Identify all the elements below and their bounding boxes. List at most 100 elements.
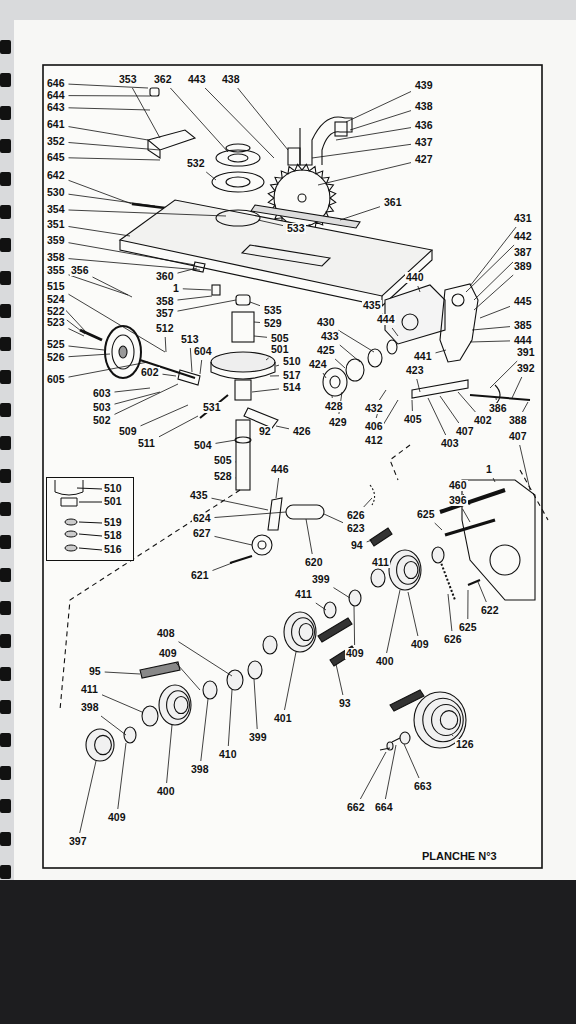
callout-number: 428 — [324, 401, 344, 412]
callout-number: 386 — [488, 403, 508, 414]
leader-line — [493, 478, 495, 482]
callout-number: 529 — [263, 318, 283, 329]
callout-number: 526 — [46, 352, 66, 363]
callout-number: 505 — [270, 333, 290, 344]
leader-line — [412, 400, 413, 411]
leader-line — [175, 662, 200, 690]
callout-number: 605 — [46, 374, 66, 385]
leader-line — [276, 478, 279, 498]
callout-number: 501 — [103, 496, 123, 507]
callout-number: 427 — [414, 154, 434, 165]
leader-line — [285, 652, 297, 710]
callout-number: 662 — [346, 802, 366, 813]
leader-line — [69, 180, 133, 204]
leader-line — [470, 227, 516, 286]
callout-number: 533 — [286, 223, 306, 234]
callout-number: 1 — [485, 464, 493, 475]
leader-line — [190, 348, 192, 372]
callout-number: 432 — [364, 403, 384, 414]
callout-number: 391 — [516, 347, 536, 358]
callout-number: 409 — [410, 639, 430, 650]
leader-line — [360, 752, 386, 799]
leader-line — [235, 461, 237, 462]
leader-line — [215, 536, 253, 545]
callout-number: 522 — [46, 306, 66, 317]
callout-number: 399 — [248, 732, 268, 743]
leader-line — [69, 294, 166, 352]
callout-number: 513 — [180, 334, 200, 345]
callout-number: 361 — [383, 197, 403, 208]
leader-line — [276, 426, 289, 429]
leader-line — [102, 695, 142, 712]
callout-number: 603 — [92, 388, 112, 399]
callout-number: 511 — [137, 438, 156, 449]
callout-number: 1 — [172, 283, 180, 294]
callout-number: 604 — [193, 346, 213, 357]
leader-line — [523, 402, 529, 412]
leader-line — [336, 128, 411, 140]
callout-number: 94 — [350, 540, 364, 551]
callout-number: 443 — [187, 74, 207, 85]
callout-number: 398 — [80, 702, 100, 713]
callout-number: 425 — [316, 345, 336, 356]
callout-number: 396 — [448, 495, 468, 506]
callout-number: 524 — [46, 294, 66, 305]
callout-number: 515 — [46, 281, 66, 292]
callout-number: 435 — [189, 490, 209, 501]
leader-line — [458, 392, 475, 412]
leader-line — [340, 207, 380, 220]
callout-number: 355 — [46, 265, 66, 276]
leader-line — [141, 405, 189, 426]
callout-number: 410 — [218, 749, 238, 760]
callout-number: 624 — [192, 513, 212, 524]
leader-line — [216, 440, 237, 443]
leader-line — [496, 398, 497, 400]
callout-number: 407 — [455, 426, 475, 437]
callout-number: 502 — [92, 415, 112, 426]
callout-number: 385 — [513, 320, 533, 331]
callout-number: 441 — [413, 351, 433, 362]
leader-line — [408, 592, 418, 636]
callout-number: 621 — [190, 570, 210, 581]
leader-line — [474, 261, 514, 300]
leader-line — [159, 416, 198, 437]
callout-number: 412 — [364, 435, 384, 446]
leader-line — [417, 379, 420, 392]
leader-line — [436, 350, 447, 353]
leader-line — [69, 143, 161, 151]
leader-line — [167, 725, 172, 783]
inset-box: 510501519518516 — [46, 477, 134, 561]
callout-number: 411 — [294, 589, 313, 600]
callout-number: 358 — [155, 296, 175, 307]
callout-number: 503 — [92, 402, 112, 413]
leader-line — [340, 345, 360, 362]
callout-number: 387 — [513, 247, 533, 258]
callout-number: 445 — [513, 296, 533, 307]
callout-number: 411 — [80, 684, 99, 695]
leader-line — [118, 743, 126, 809]
leader-line — [367, 540, 372, 542]
leader-line — [336, 664, 343, 695]
callout-number: 435 — [362, 300, 382, 311]
callout-number: 440 — [405, 272, 425, 283]
leader-line — [512, 377, 522, 398]
callout-number: 126 — [455, 739, 475, 750]
callout-number: 430 — [316, 317, 336, 328]
leader-line — [115, 384, 179, 414]
callout-number: 525 — [46, 339, 66, 350]
callout-number: 95 — [88, 666, 102, 677]
leader-line — [474, 275, 513, 310]
leader-line — [404, 744, 419, 778]
callout-number: 358 — [46, 252, 66, 263]
leader-line — [93, 277, 133, 297]
leader-line — [69, 127, 149, 140]
callout-number: 664 — [374, 802, 394, 813]
callout-number: 429 — [328, 417, 348, 428]
callout-number: 423 — [405, 365, 425, 376]
callout-number: 388 — [508, 415, 528, 426]
leader-line — [213, 563, 233, 571]
leader-line — [69, 346, 105, 350]
callout-number: 357 — [155, 308, 175, 319]
leader-line — [69, 108, 151, 110]
